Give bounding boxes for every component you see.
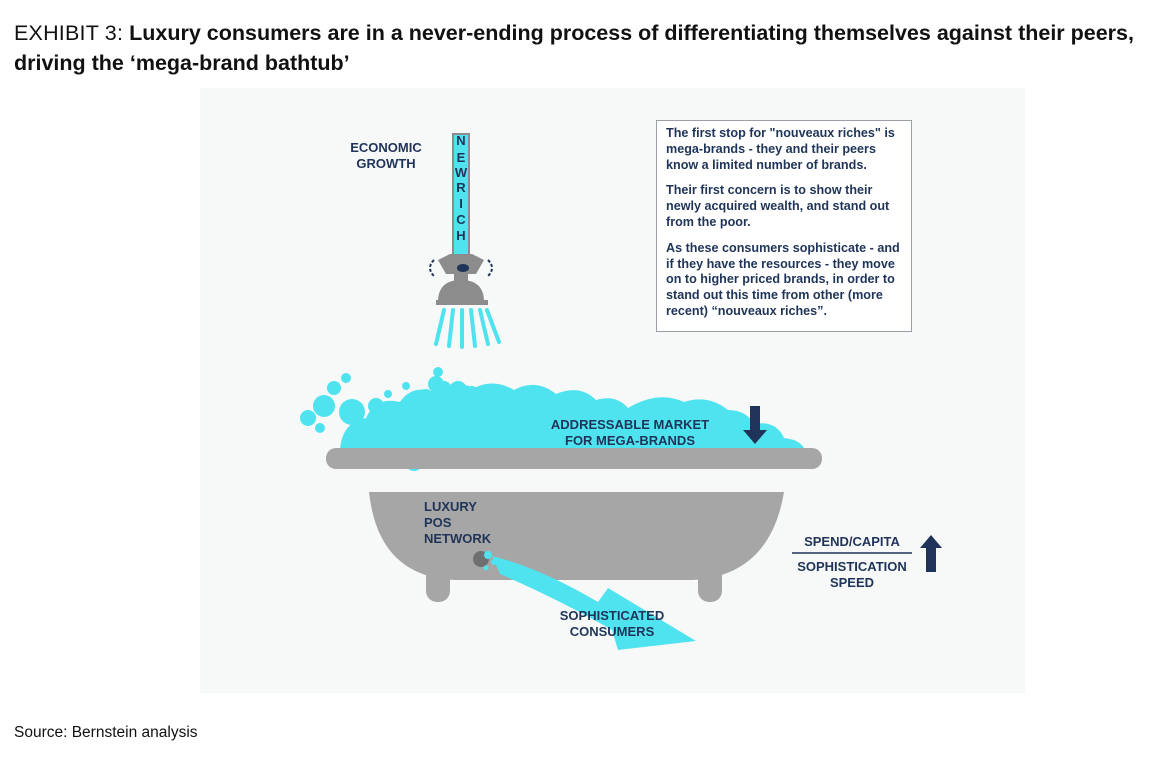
pipe-letter: H	[456, 228, 466, 243]
exhibit-label: EXHIBIT 3:	[14, 21, 124, 45]
callout-paragraph: Their first concern is to show their new…	[666, 183, 890, 229]
diagram-graphics	[300, 133, 942, 650]
sophisticated-consumers-line: SOPHISTICATED	[559, 608, 665, 623]
drain-icon	[473, 551, 497, 571]
sophisticated-consumers-label: SOPHISTICATED CONSUMERS	[552, 608, 672, 640]
exhibit-headline: Luxury consumers are in a never-ending p…	[14, 21, 1134, 75]
addressable-market-label: ADDRESSABLE MARKET FOR MEGA-BRANDS	[550, 417, 710, 449]
pipe-letter: C	[456, 212, 466, 227]
tap-handle-icon	[429, 254, 493, 277]
luxury-pos-line: NETWORK	[424, 531, 492, 546]
luxury-pos-line: POS	[424, 515, 452, 530]
sophistication-speed-label: SOPHISTICATION SPEED	[784, 559, 920, 591]
callout-paragraph: As these consumers sophisticate - and if…	[666, 240, 900, 318]
bathtub-diagram: N E W R I C H ECONOMIC GROWTH The first …	[200, 88, 1025, 693]
sophistication-speed-line: SOPHISTICATION	[797, 559, 907, 574]
economic-growth-label: ECONOMIC GROWTH	[344, 140, 428, 172]
shower-streams	[434, 308, 501, 349]
economic-growth-line: ECONOMIC	[350, 140, 422, 155]
spend-per-capita-label: SPEND/CAPITA	[804, 534, 900, 549]
foam-bubbles	[300, 367, 806, 471]
addressable-market-line: FOR MEGA-BRANDS	[565, 433, 695, 448]
economic-growth-line: GROWTH	[356, 156, 416, 171]
down-arrow-icon	[743, 406, 767, 444]
up-arrow-icon	[920, 535, 942, 572]
luxury-pos-network-label: LUXURY POS NETWORK	[424, 499, 491, 547]
callout-paragraph: The first stop for "nouveaux riches" is …	[666, 126, 895, 172]
source-note: Source: Bernstein analysis	[14, 724, 198, 741]
pipe-letter: R	[456, 180, 466, 195]
pipe-letter: E	[456, 150, 466, 165]
pipe-letter: N	[456, 133, 466, 148]
tub-foot-right	[698, 564, 722, 602]
addressable-market-line: ADDRESSABLE MARKET	[550, 417, 710, 432]
tub-body	[369, 492, 784, 580]
outflow-arrow	[492, 556, 696, 650]
exhibit-title: EXHIBIT 3: Luxury consumers are in a nev…	[14, 18, 1164, 78]
sophistication-speed-line: SPEED	[829, 575, 875, 590]
tub-foot-left	[426, 564, 450, 602]
tub-rim	[326, 448, 822, 469]
callout-box: The first stop for "nouveaux riches" is …	[656, 120, 912, 332]
pipe-letter: W	[454, 165, 468, 180]
luxury-pos-line: LUXURY	[424, 499, 477, 514]
pipe-letter: I	[459, 196, 463, 211]
shower-head-icon	[436, 272, 488, 305]
sophisticated-consumers-line: CONSUMERS	[569, 624, 655, 639]
